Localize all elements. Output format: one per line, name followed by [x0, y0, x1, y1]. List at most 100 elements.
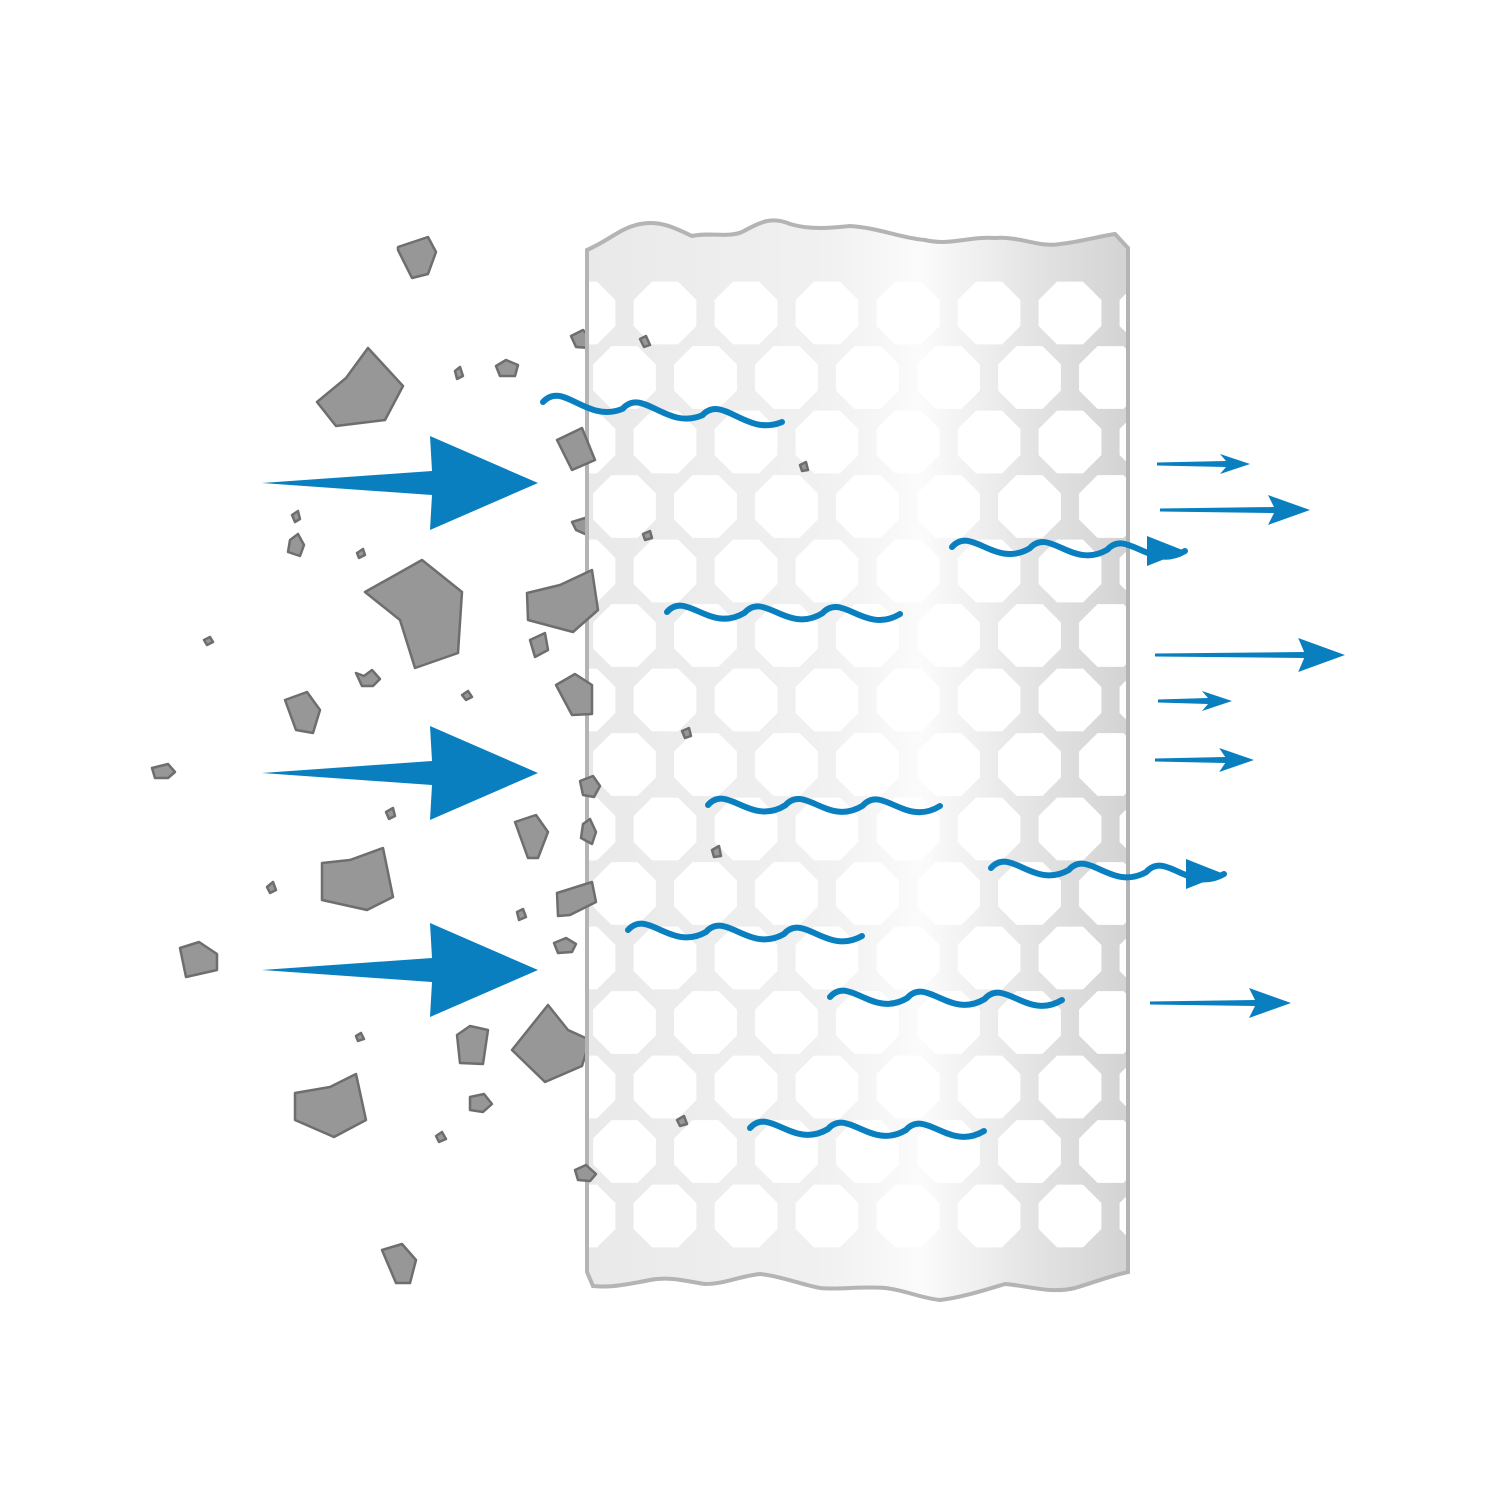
air-wave: [664, 602, 903, 623]
air-wave: [540, 392, 785, 429]
dust-particle: [555, 880, 598, 918]
filter-hole: [755, 862, 818, 925]
filter-hole: [998, 733, 1061, 796]
filter-hole: [714, 1055, 778, 1119]
clean-air-arrow: [1155, 748, 1254, 772]
dust-particle: [380, 1242, 418, 1285]
filter-hole: [1160, 475, 1223, 538]
filter-hole: [1038, 797, 1102, 861]
dust-particle: [202, 635, 215, 647]
air-wave: [988, 858, 1227, 883]
filter-hole: [836, 346, 899, 409]
filter-hole: [836, 475, 899, 538]
filter-hole: [633, 410, 697, 474]
dust-particle: [354, 668, 382, 688]
filter-hole: [1079, 475, 1128, 538]
filter-hole: [1038, 668, 1102, 732]
air-flow-waves: [540, 392, 1227, 1140]
dust-particle: [434, 1130, 448, 1144]
filter-hole: [674, 733, 737, 796]
dust-particle: [453, 365, 465, 381]
incoming-air-arrow: [262, 726, 538, 820]
filter-hole: [633, 926, 697, 990]
filter-hole: [593, 604, 656, 667]
dust-particle: [573, 1163, 598, 1183]
air-wave: [949, 537, 1188, 560]
filter-outline: [585, 218, 1130, 1303]
dust-particle: [494, 358, 520, 378]
air-wave: [827, 987, 1065, 1009]
dust-particle: [363, 558, 464, 670]
filter-hole: [633, 797, 697, 861]
clean-air-arrow: [1157, 454, 1250, 474]
filter-hole: [1160, 346, 1223, 409]
filter-hole: [957, 668, 1021, 732]
trapped-particles: [513, 334, 810, 1183]
dust-particle: [460, 689, 474, 702]
filter-hole: [1038, 281, 1102, 345]
filter-hole: [593, 862, 656, 925]
filter-hole: [593, 991, 656, 1054]
filter-hole: [674, 1120, 737, 1183]
filter-hole: [998, 991, 1061, 1054]
filter-hole: [633, 668, 697, 732]
air-wave: [625, 920, 865, 945]
filter-hole: [917, 346, 980, 409]
dust-particle: [468, 1092, 494, 1114]
filter-hole: [876, 1184, 940, 1248]
dust-particle: [528, 631, 550, 659]
filter-hole: [472, 282, 535, 345]
filter-hole: [755, 991, 818, 1054]
filter-hole: [795, 539, 859, 603]
filter-hole: [795, 1055, 859, 1119]
dust-particle: [525, 568, 600, 634]
dust-particle: [515, 907, 528, 922]
filter-hole: [472, 1185, 535, 1248]
dust-particle: [283, 690, 322, 735]
filter-hole: [795, 281, 859, 345]
dust-particle: [638, 334, 652, 349]
filter-hole: [1038, 1055, 1102, 1119]
filter-hole: [633, 1055, 697, 1119]
filter-hole: [1160, 1120, 1223, 1183]
filter-hole: [593, 475, 656, 538]
air-wave: [705, 795, 943, 816]
filter-medium: [472, 218, 1223, 1303]
filter-hole: [755, 346, 818, 409]
dust-particle: [680, 726, 693, 740]
filter-hole: [714, 1184, 778, 1248]
dust-particle: [579, 817, 598, 846]
filter-hole: [876, 926, 940, 990]
dust-particle: [710, 844, 723, 859]
clean-air-arrow: [1158, 691, 1232, 711]
filter-hole: [917, 1120, 980, 1183]
filter-hole: [1160, 991, 1223, 1054]
dust-particle: [675, 1114, 689, 1128]
dust-particles: [150, 235, 595, 1285]
air-wave-arrowhead: [1147, 536, 1185, 566]
filter-hole: [674, 991, 737, 1054]
dust-particle: [354, 1031, 366, 1043]
dust-particle: [355, 547, 367, 560]
filter-hole: [1079, 1120, 1128, 1183]
dust-particle: [552, 936, 578, 955]
filter-hole: [795, 668, 859, 732]
filter-hole: [674, 346, 737, 409]
filter-hole: [512, 1120, 575, 1183]
filter-hole: [1160, 733, 1223, 796]
filter-hole: [917, 475, 980, 538]
filter-hole: [472, 669, 535, 732]
filter-hole: [998, 604, 1061, 667]
filter-hole: [633, 281, 697, 345]
filter-hole: [593, 1120, 656, 1183]
filter-hole: [998, 346, 1061, 409]
air-wave: [747, 1118, 987, 1140]
filter-hole: [1079, 991, 1128, 1054]
filter-hole: [876, 410, 940, 474]
filter-hole: [795, 1184, 859, 1248]
dust-particle: [455, 1024, 490, 1066]
air-wave-arrowhead: [1186, 859, 1224, 889]
filter-hole: [472, 540, 535, 603]
